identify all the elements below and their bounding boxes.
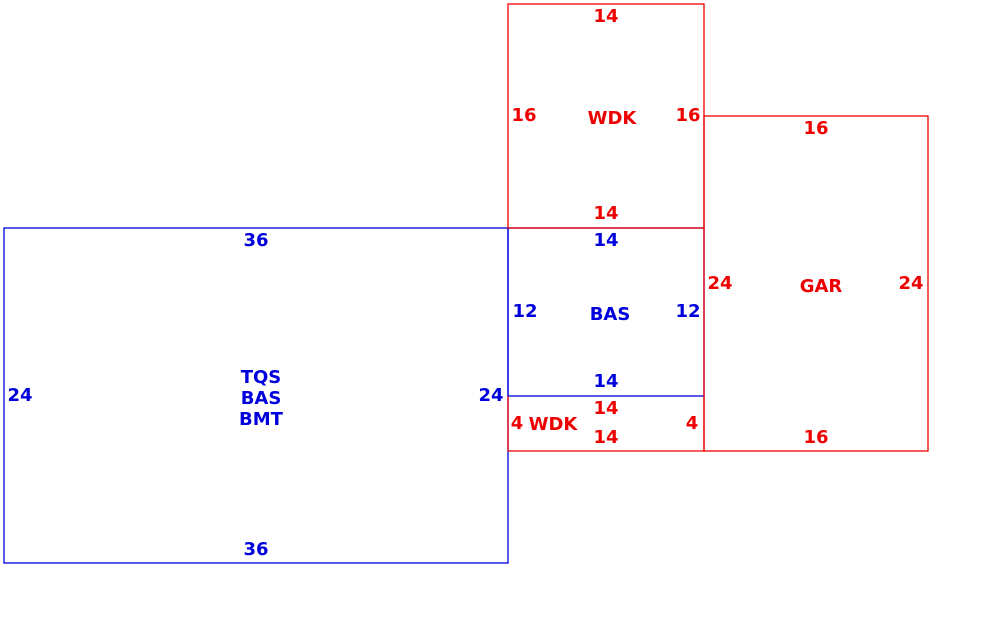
dimension-wdk-lower-top: 14 (593, 398, 618, 419)
dimension-wdk-lower-right: 4 (686, 413, 699, 434)
dimension-garage-right: 24 (898, 273, 923, 294)
dimension-main-right: 24 (478, 385, 503, 406)
area-code-garage: GAR (800, 276, 843, 297)
area-code-main-2: BAS (241, 388, 282, 409)
dimension-bas-small-right: 12 (675, 301, 700, 322)
dimension-bas-small-left: 12 (512, 301, 537, 322)
area-code-wdk-lower: WDK (529, 414, 579, 435)
dimension-garage-top: 16 (803, 118, 828, 139)
area-code-wdk-upper: WDK (588, 108, 638, 129)
dimension-wdk-upper-right: 16 (675, 105, 700, 126)
area-outline-garage (703, 115, 929, 452)
dimension-wdk-lower-left: 4 (511, 413, 524, 434)
dimension-main-bottom: 36 (243, 539, 268, 560)
dimension-wdk-lower-bottom: 14 (593, 427, 618, 448)
dimension-wdk-upper-top: 14 (593, 6, 618, 27)
dimension-garage-bottom: 16 (803, 427, 828, 448)
dimension-main-left: 24 (7, 385, 32, 406)
dimension-wdk-upper-bottom: 14 (593, 203, 618, 224)
area-code-main-1: TQS (241, 367, 282, 388)
dimension-bas-small-bottom: 14 (593, 371, 618, 392)
dimension-wdk-upper-left: 16 (511, 105, 536, 126)
area-outline-wdk-lower (507, 396, 705, 452)
area-code-bas-small: BAS (590, 304, 631, 325)
dimension-garage-left: 24 (707, 273, 732, 294)
dimension-main-top: 36 (243, 230, 268, 251)
area-code-main-3: BMT (239, 409, 284, 430)
dimension-bas-small-top: 14 (593, 230, 618, 251)
